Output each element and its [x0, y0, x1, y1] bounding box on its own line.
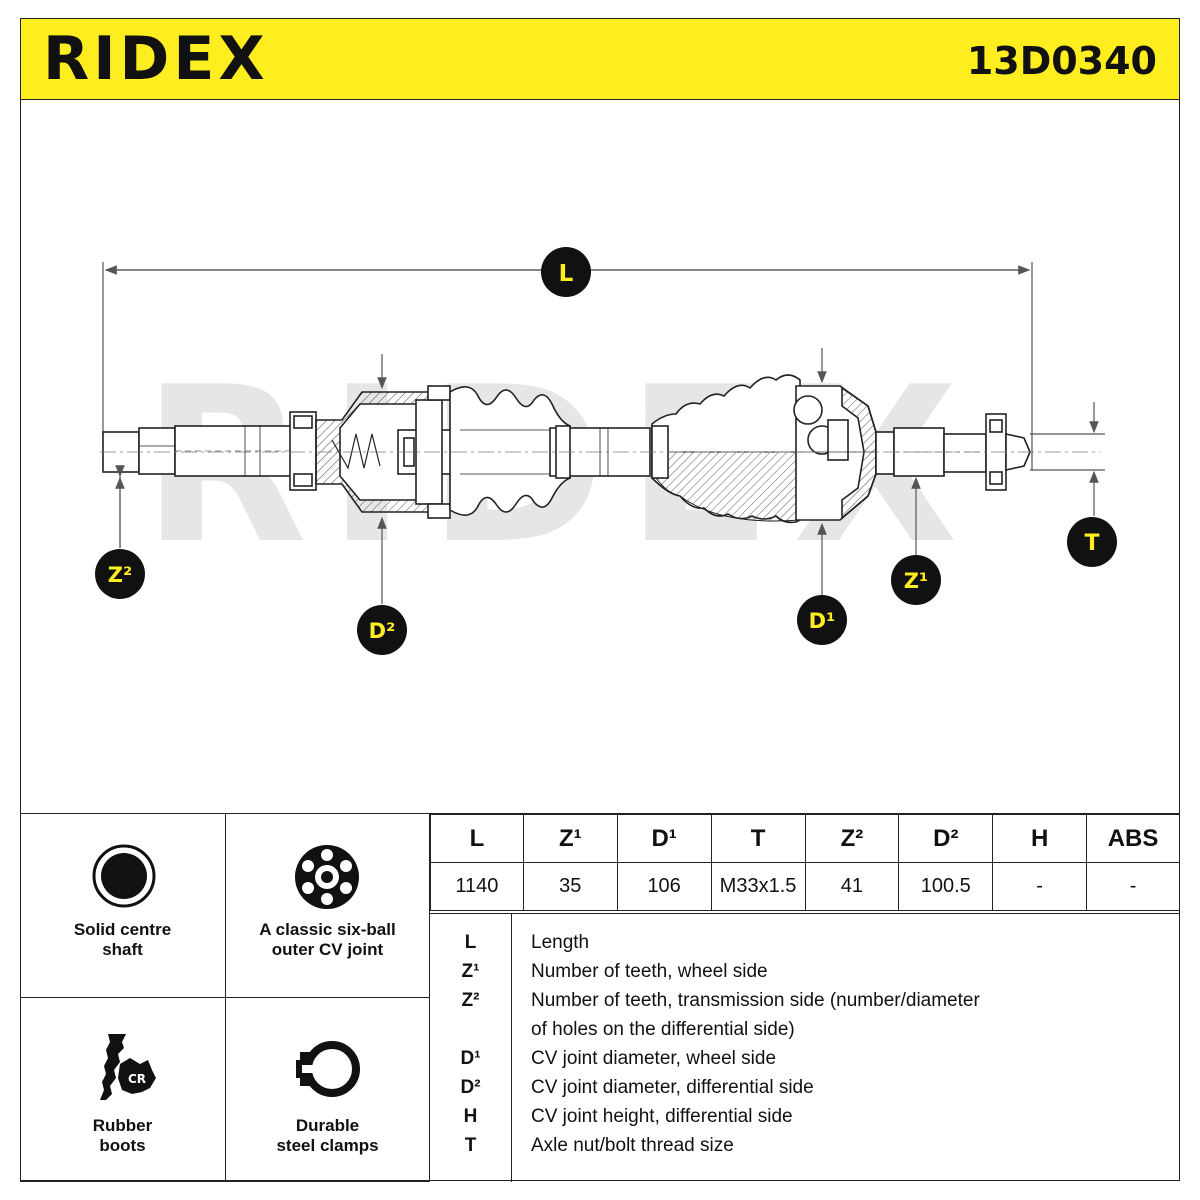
legend-row: of holes on the differential side) — [430, 1015, 1180, 1044]
legend-row: D¹ CV joint diameter, wheel side — [430, 1044, 1180, 1073]
svg-text:D¹: D¹ — [809, 609, 836, 633]
marker-Z1: Z¹ — [891, 555, 941, 605]
svg-text:Z¹: Z¹ — [904, 569, 928, 593]
spec-value: 106 — [616, 862, 712, 911]
brand-logo: RIDEX — [43, 24, 269, 94]
legend-text: CV joint diameter, differential side — [531, 1077, 814, 1098]
svg-text:L: L — [559, 261, 574, 287]
svg-text:CR: CR — [128, 1072, 146, 1086]
svg-text:Z²: Z² — [108, 563, 132, 587]
spec-value: 35 — [522, 862, 618, 911]
feature-steel-clamps: Durable steel clamps — [226, 998, 430, 1182]
marker-Z2: Z² — [95, 549, 145, 599]
legend-text: Axle nut/bolt thread size — [531, 1135, 734, 1156]
solid-shaft-icon — [92, 844, 156, 908]
marker-L: L — [541, 247, 591, 297]
legend-symbol: H — [463, 1106, 478, 1127]
spec-header-row: L Z¹ D¹ T Z² D² H ABS — [430, 814, 1180, 863]
legend-row: Z² Number of teeth, transmission side (n… — [430, 986, 1180, 1015]
svg-text:T: T — [1084, 531, 1099, 556]
driveshaft-drawing: RIDEX — [95, 247, 1117, 655]
spec-value-row: 1140 35 106 M33x1.5 41 100.5 - - — [430, 862, 1180, 911]
legend-symbol: D¹ — [460, 1048, 481, 1069]
feature-rubber-boots: CR Rubber boots — [20, 998, 226, 1182]
spec-header: T — [710, 814, 806, 863]
marker-D1: D¹ — [797, 595, 847, 645]
spec-header: L — [430, 814, 524, 863]
marker-T: T — [1067, 517, 1117, 567]
spec-header: D² — [898, 814, 994, 863]
legend-row: Z¹ Number of teeth, wheel side — [430, 957, 1180, 986]
feature-label: Solid centre shaft — [73, 920, 172, 959]
spec-value: - — [992, 862, 1088, 911]
info-panel: Solid centre shaft A classic six-ball ou… — [20, 813, 1180, 1182]
legend-row: L Length — [430, 928, 1180, 957]
part-number: 13D0340 — [966, 39, 1157, 83]
dimension-leaders — [115, 348, 1105, 604]
spec-header: H — [992, 814, 1088, 863]
spec-header: ABS — [1086, 814, 1180, 863]
legend-symbol: T — [464, 1135, 477, 1156]
outer-rubber-boot — [651, 374, 801, 524]
legend-symbol: Z² — [461, 990, 480, 1011]
feature-label: Durable steel clamps — [276, 1116, 379, 1155]
spec-value: 41 — [804, 862, 900, 911]
steel-clamp-icon — [296, 1041, 360, 1097]
spec-value: 1140 — [430, 862, 524, 911]
legend-symbol: Z¹ — [461, 961, 480, 982]
rubber-boot-cr-icon: CR — [100, 1034, 156, 1100]
legend-row: D² CV joint diameter, differential side — [430, 1073, 1180, 1102]
six-ball-joint-icon — [295, 845, 359, 909]
feature-six-ball-joint: A classic six-ball outer CV joint — [226, 814, 430, 998]
header-bar: RIDEX 13D0340 — [20, 18, 1180, 100]
spec-value: 100.5 — [898, 862, 994, 911]
legend-text: Number of teeth, transmission side (numb… — [531, 990, 980, 1011]
legend-row: T Axle nut/bolt thread size — [430, 1131, 1180, 1160]
spec-value: M33x1.5 — [710, 862, 806, 911]
marker-D2: D² — [357, 605, 407, 655]
legend: L Length Z¹ Number of teeth, wheel side … — [430, 913, 1180, 1182]
spec-header: D¹ — [616, 814, 712, 863]
legend-text: CV joint diameter, wheel side — [531, 1048, 777, 1069]
legend-text: of holes on the differential side) — [531, 1019, 795, 1040]
feature-label: A classic six-ball outer CV joint — [259, 920, 396, 959]
legend-text: CV joint height, differential side — [531, 1106, 793, 1127]
feature-solid-shaft: Solid centre shaft — [20, 814, 226, 998]
spec-table: L Z¹ D¹ T Z² D² H ABS 1140 35 106 M33x1.… — [430, 814, 1180, 911]
outer-cv-joint — [793, 385, 877, 521]
spec-header: Z² — [804, 814, 900, 863]
legend-divider — [511, 914, 512, 1182]
spec-value: - — [1086, 862, 1180, 911]
legend-symbol: D² — [460, 1077, 481, 1098]
svg-text:D²: D² — [369, 619, 396, 643]
feature-label: Rubber boots — [92, 1116, 153, 1155]
legend-text: Length — [531, 932, 590, 953]
legend-symbol: L — [464, 932, 477, 953]
legend-row: H CV joint height, differential side — [430, 1102, 1180, 1131]
spec-header: Z¹ — [522, 814, 618, 863]
legend-text: Number of teeth, wheel side — [531, 961, 768, 982]
